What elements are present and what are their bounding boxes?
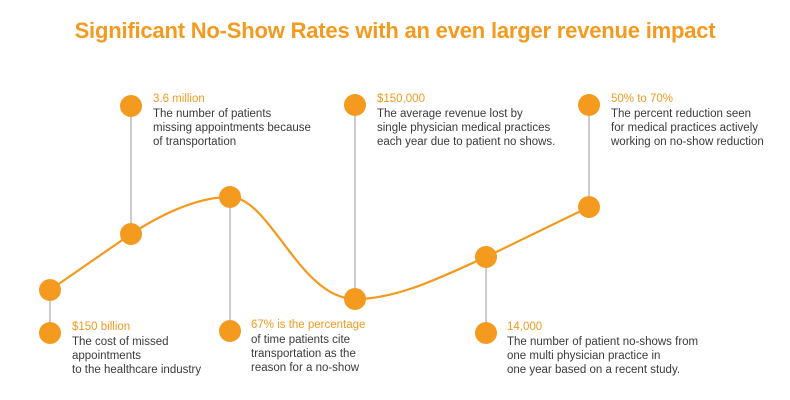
callout-dot-5	[475, 322, 497, 344]
page-title: Significant No-Show Rates with an even l…	[74, 18, 716, 43]
callout-dot-3	[219, 320, 241, 342]
callout-text: The cost of missed appointments to the h…	[72, 336, 202, 376]
callout-text: The number of patients missing appointme…	[153, 108, 311, 148]
trend-curve	[48, 195, 591, 301]
curve-dot-1	[39, 279, 61, 301]
callout-highlight: 50% to 70%	[611, 93, 674, 105]
callout-highlight: $150,000	[377, 93, 425, 105]
callout-text: of time patients cite transportation as …	[251, 334, 360, 374]
callout-highlight: 14,000	[507, 321, 543, 333]
callout-highlight: $150 billion	[72, 321, 131, 333]
callout-reduction: 50% to 70% The percent reduction seen fo…	[611, 92, 764, 149]
curve-dot-4	[344, 288, 366, 310]
callout-text: The percent reduction seen for medical p…	[611, 108, 764, 148]
callout-cost-missed: $150 billion The cost of missed appointm…	[72, 320, 201, 377]
curve-dot-2	[120, 223, 142, 245]
curve-dot-6	[578, 196, 600, 218]
callout-dot-2	[120, 95, 142, 117]
callout-text: The average revenue lost by single physi…	[377, 108, 556, 148]
callout-dot-4	[344, 94, 366, 116]
callout-text: The number of patient no-shows from one …	[507, 336, 699, 376]
curve-dot-3	[219, 186, 241, 208]
callout-patients-missing: 3.6 million The number of patients missi…	[153, 92, 311, 149]
callout-highlight: 3.6 million	[153, 93, 205, 105]
callout-dot-1	[39, 322, 61, 344]
callout-highlight: 67% is the percentage	[251, 319, 366, 331]
callout-dot-6	[578, 94, 600, 116]
callout-no-shows-count: 14,000 The number of patient no-shows fr…	[507, 320, 698, 377]
callout-transport-percentage: 67% is the percentage of time patients c…	[251, 318, 365, 375]
callout-revenue-lost: $150,000 The average revenue lost by sin…	[377, 92, 555, 149]
curve-dot-5	[475, 246, 497, 268]
